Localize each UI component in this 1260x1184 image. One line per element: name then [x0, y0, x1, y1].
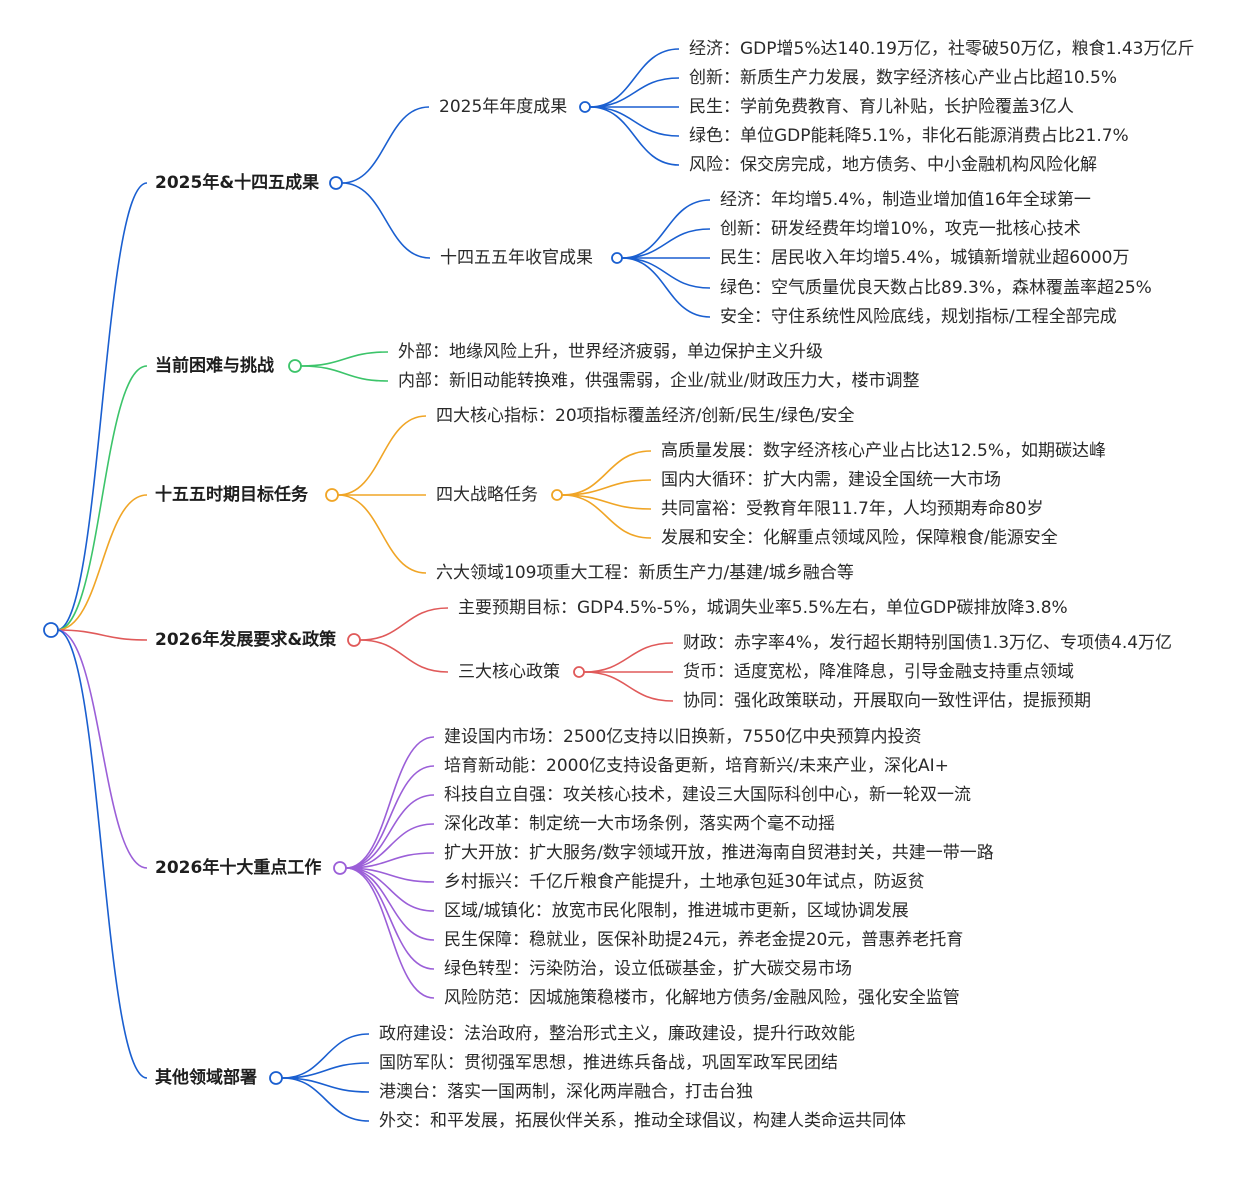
collapse-toggle-icon[interactable]	[347, 633, 361, 647]
connector-subtopic-leaf	[621, 257, 711, 289]
connector-root-branch	[56, 494, 148, 631]
connector-subtopic-leaf	[621, 228, 711, 259]
connector-root-branch	[56, 182, 148, 631]
leaf-topic[interactable]: 政府建设：法治政府，整治形式主义，廉政建设，提升行政效能	[379, 1024, 855, 1044]
leaf-topic[interactable]: 绿色转型：污染防治，设立低碳基金，扩大碳交易市场	[444, 959, 852, 979]
leaf-topic[interactable]: 高质量发展：数字经济核心产业占比达12.5%，如期碳达峰	[661, 441, 1107, 461]
connector-subtopic-leaf	[561, 479, 652, 496]
leaf-topic[interactable]: 民生：学前免费教育、育儿补贴，长护险覆盖3亿人	[689, 97, 1074, 117]
connector-branch-child	[281, 1062, 370, 1079]
leaf-topic[interactable]: 共同富裕：受教育年限11.7年，人均预期寿命80岁	[661, 499, 1044, 519]
leaf-topic[interactable]: 绿色：空气质量优良天数占比89.3%，森林覆盖率超25%	[720, 278, 1152, 298]
connector-subtopic-leaf	[561, 450, 652, 496]
connector-subtopic-leaf	[621, 199, 711, 259]
connector-branch-child	[345, 823, 435, 869]
leaf-topic[interactable]: 扩大开放：扩大服务/数字领域开放，推进海南自贸港封关，共建一带一路	[444, 843, 994, 863]
connector-branch-child	[345, 867, 435, 999]
leaf-topic[interactable]: 乡村振兴：千亿斤粮食产能提升，土地承包延30年试点，防返贫	[444, 872, 925, 892]
branch-topic[interactable]: 2026年发展要求&政策	[155, 630, 337, 650]
leaf-topic[interactable]: 货币：适度宽松，降准降息，引导金融支持重点领域	[683, 662, 1074, 682]
leaf-topic[interactable]: 创新：新质生产力发展，数字经济核心产业占比超10.5%	[689, 68, 1118, 88]
leaf-topic[interactable]: 港澳台：落实一国两制，深化两岸融合，打击台独	[379, 1082, 753, 1102]
leaf-topic[interactable]: 民生保障：稳就业，医保补助提24元，养老金提20元，普惠养老托育	[444, 930, 964, 950]
connector-branch-child	[281, 1077, 370, 1093]
connector-branch-child	[281, 1033, 370, 1079]
subtopic[interactable]: 2025年年度成果	[439, 97, 568, 117]
leaf-topic[interactable]: 六大领域109项重大工程：新质生产力/基建/城乡融合等	[436, 563, 854, 583]
connector-branch-child	[281, 1077, 370, 1122]
leaf-topic[interactable]: 国防军队：贯彻强军思想，推进练兵备战，巩固军政军民团结	[379, 1053, 838, 1073]
connector-subtopic-leaf	[621, 257, 711, 318]
leaf-topic[interactable]: 国内大循环：扩大内需，建设全国统一大市场	[661, 470, 1001, 490]
connector-branch-child	[300, 365, 389, 382]
branch-topic[interactable]: 其他领域部署	[155, 1068, 257, 1088]
connector-root-branch	[56, 629, 148, 1079]
connector-branch-child	[359, 607, 449, 641]
subtopic[interactable]: 四大战略任务	[436, 485, 538, 505]
collapse-toggle-icon[interactable]	[329, 176, 343, 190]
collapse-toggle-icon[interactable]	[579, 101, 591, 113]
connector-branch-child	[337, 494, 427, 574]
branch-topic[interactable]: 2026年十大重点工作	[155, 858, 322, 878]
leaf-topic[interactable]: 区域/城镇化：放宽市民化限制，推进城市更新，区域协调发展	[444, 901, 909, 921]
connector-branch-child	[345, 867, 435, 970]
leaf-topic[interactable]: 经济：GDP增5%达140.19万亿，社零破50万亿，粮食1.43万亿斤	[689, 39, 1195, 59]
connector-subtopic-leaf	[589, 48, 680, 108]
leaf-topic[interactable]: 风险防范：因城施策稳楼市，化解地方债务/金融风险，强化安全监管	[444, 988, 960, 1008]
leaf-topic[interactable]: 风险：保交房完成，地方债务、中小金融机构风险化解	[689, 155, 1097, 175]
connector-subtopic-leaf	[589, 106, 680, 166]
connector-subtopic-leaf	[561, 494, 652, 539]
collapse-toggle-icon[interactable]	[333, 861, 347, 875]
connector-root-branch	[56, 365, 148, 631]
connector-subtopic-leaf	[583, 642, 674, 673]
connector-branch-child	[345, 736, 435, 869]
connector-branch-child	[341, 106, 430, 184]
leaf-topic[interactable]: 民生：居民收入年均增5.4%，城镇新增就业超6000万	[720, 248, 1130, 268]
leaf-topic[interactable]: 外部：地缘风险上升，世界经济疲弱，单边保护主义升级	[398, 342, 823, 362]
connector-branch-child	[345, 867, 435, 883]
connector-branch-child	[341, 182, 431, 259]
subtopic[interactable]: 三大核心政策	[458, 662, 560, 682]
leaf-topic[interactable]: 四大核心指标：20项指标覆盖经济/创新/民生/绿色/安全	[436, 406, 855, 426]
branch-topic[interactable]: 2025年&十四五成果	[155, 173, 320, 193]
branch-topic[interactable]: 当前困难与挑战	[155, 356, 274, 376]
leaf-topic[interactable]: 外交：和平发展，拓展伙伴关系，推动全球倡议，构建人类命运共同体	[379, 1111, 906, 1131]
leaf-topic[interactable]: 财政：赤字率4%，发行超长期特别国债1.3万亿、专项债4.4万亿	[683, 633, 1173, 653]
connector-subtopic-leaf	[561, 494, 652, 510]
connector-branch-child	[300, 351, 389, 367]
leaf-topic[interactable]: 建设国内市场：2500亿支持以旧换新，7550亿中央预算内投资	[444, 727, 922, 747]
connector-root-branch	[56, 629, 148, 641]
connector-branch-child	[345, 794, 435, 869]
leaf-topic[interactable]: 协同：强化政策联动，开展取向一致性评估，提振预期	[683, 691, 1091, 711]
leaf-topic[interactable]: 深化改革：制定统一大市场条例，落实两个毫不动摇	[444, 814, 835, 834]
leaf-topic[interactable]: 内部：新旧动能转换难，供强需弱，企业/就业/财政压力大，楼市调整	[398, 371, 920, 391]
collapse-toggle-icon[interactable]	[288, 359, 302, 373]
collapse-toggle-icon[interactable]	[611, 252, 623, 264]
connector-branch-child	[359, 639, 449, 673]
leaf-topic[interactable]: 科技自立自强：攻关核心技术，建设三大国际科创中心，新一轮双一流	[444, 785, 971, 805]
leaf-topic[interactable]: 发展和安全：化解重点领域风险，保障粮食/能源安全	[661, 528, 1058, 548]
connector-branch-child	[345, 852, 435, 869]
leaf-topic[interactable]: 创新：研发经费年均增10%，攻克一批核心技术	[720, 219, 1081, 239]
leaf-topic[interactable]: 主要预期目标：GDP4.5%-5%，城调失业率5.5%左右，单位GDP碳排放降3…	[458, 598, 1068, 618]
collapse-toggle-icon[interactable]	[325, 488, 339, 502]
connector-subtopic-leaf	[589, 106, 680, 137]
connector-branch-child	[345, 765, 435, 869]
leaf-topic[interactable]: 培育新动能：2000亿支持设备更新，培育新兴/未来产业，深化AI+	[444, 756, 949, 776]
connector-branch-child	[337, 415, 427, 496]
collapse-toggle-icon[interactable]	[573, 666, 585, 678]
connector-subtopic-leaf	[583, 671, 674, 702]
leaf-topic[interactable]: 安全：守住系统性风险底线，规划指标/工程全部完成	[720, 307, 1117, 327]
leaf-topic[interactable]: 绿色：单位GDP能耗降5.1%，非化石能源消费占比21.7%	[689, 126, 1129, 146]
connector-subtopic-leaf	[589, 77, 680, 108]
collapse-toggle-icon[interactable]	[551, 489, 563, 501]
connector-root-branch	[56, 629, 148, 869]
root-node-icon[interactable]	[43, 622, 59, 638]
branch-topic[interactable]: 十五五时期目标任务	[155, 485, 308, 505]
subtopic[interactable]: 十四五五年收官成果	[440, 248, 593, 268]
collapse-toggle-icon[interactable]	[269, 1071, 283, 1085]
leaf-topic[interactable]: 经济：年均增5.4%，制造业增加值16年全球第一	[720, 190, 1091, 210]
connector-branch-child	[345, 867, 435, 941]
